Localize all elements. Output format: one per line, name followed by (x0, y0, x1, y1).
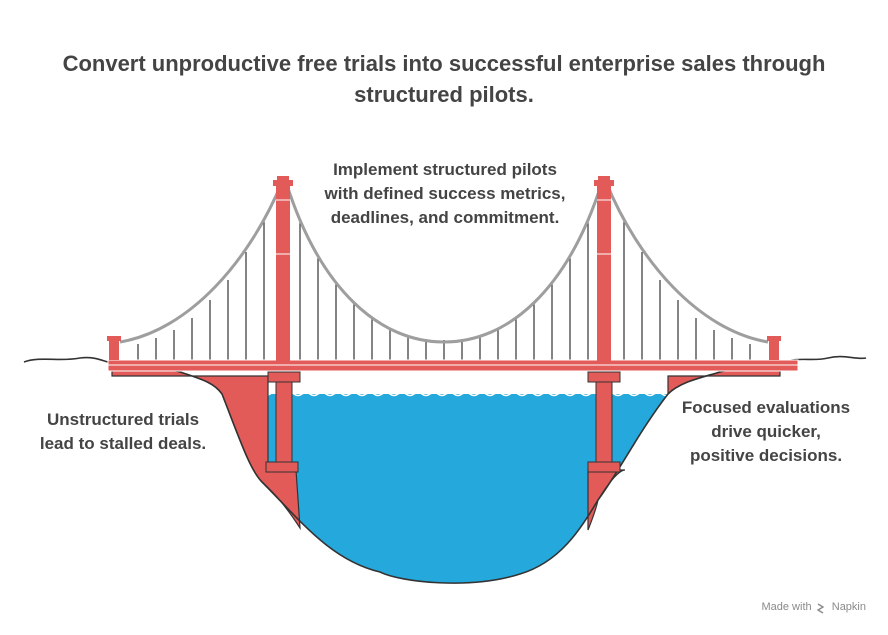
title-line-2: structured pilots. (354, 82, 534, 107)
right-tower (594, 176, 614, 362)
hangers (137, 218, 751, 360)
brand-name: Napkin (831, 601, 866, 613)
left-pier-base (265, 461, 299, 473)
caption-focused-evaluations: Focused evaluations drive quicker, posit… (660, 396, 872, 468)
canyon-outline (111, 362, 781, 584)
caption-top-line-2: with defined success metrics, (324, 184, 566, 203)
title-line-1: Convert unproductive free trials into su… (62, 51, 826, 76)
right-anchor (767, 336, 781, 360)
right-pier-base (587, 461, 621, 473)
made-with-footer: Made with Napkin (761, 601, 866, 613)
caption-left-line-2: lead to stalled deals. (39, 434, 207, 453)
made-with-label: Made with (761, 601, 812, 613)
caption-right-line-1: Focused evaluations (681, 398, 851, 417)
main-cables (119, 181, 769, 344)
caption-right-line-3: positive decisions. (689, 446, 843, 465)
caption-top-line-1: Implement structured pilots (333, 160, 557, 179)
caption-right-line-2: drive quicker, (711, 422, 821, 441)
right-pier-cap (587, 371, 621, 383)
caption-top-line-3: deadlines, and commitment. (330, 208, 560, 227)
right-pier (595, 371, 613, 469)
caption-structured-pilots: Implement structured pilots with defined… (290, 158, 600, 230)
left-pier-cap (267, 371, 301, 383)
left-anchor (107, 336, 121, 360)
left-tower (273, 176, 293, 362)
caption-left-line-1: Unstructured trials (46, 410, 200, 429)
water (222, 394, 668, 584)
diagram-title: Convert unproductive free trials into su… (0, 48, 888, 110)
napkin-logo-icon (816, 603, 825, 614)
caption-unstructured-trials: Unstructured trials lead to stalled deal… (18, 408, 228, 456)
left-pier (275, 371, 293, 469)
